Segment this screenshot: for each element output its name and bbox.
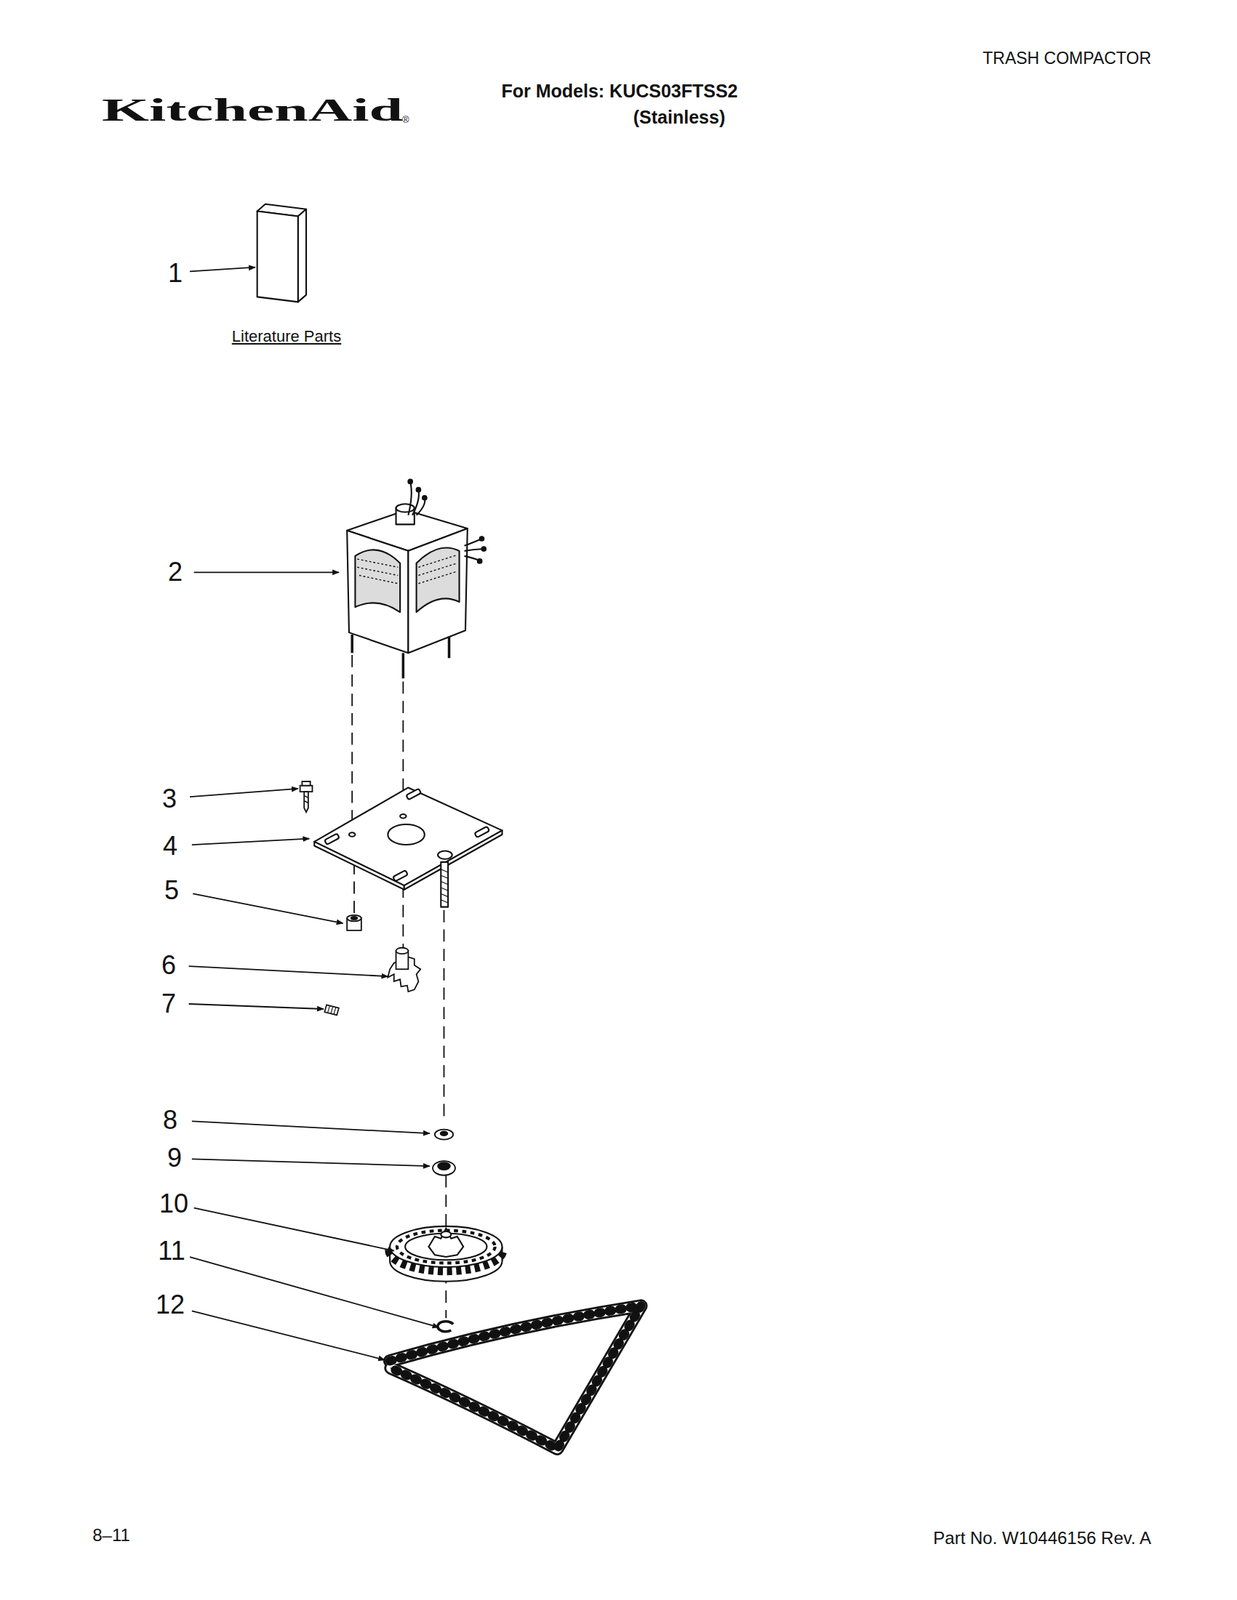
- chain: [389, 1306, 641, 1449]
- leader-lines: [189, 1004, 324, 1010]
- callout-number: 4: [162, 833, 178, 860]
- literature-book: [257, 204, 307, 303]
- leader-lines: [189, 1257, 439, 1328]
- set-screw: [327, 1006, 336, 1016]
- leader-lines: [191, 1159, 430, 1167]
- motor: [407, 479, 413, 485]
- mounting-plate: [399, 814, 406, 819]
- washers: [432, 1161, 456, 1176]
- mounting-plate: [437, 850, 453, 859]
- callout-number: 2: [167, 559, 183, 586]
- mounting-plate: [474, 826, 490, 838]
- sprocket: [389, 1226, 502, 1283]
- washers: [440, 1131, 448, 1136]
- leader-lines: [191, 1311, 385, 1360]
- motor: [477, 559, 483, 564]
- mounting-plate: [324, 834, 340, 846]
- motor: [354, 549, 400, 613]
- nut: [351, 917, 358, 920]
- pinion-gear: [396, 948, 409, 955]
- motor: [481, 546, 486, 552]
- leader-lines: [189, 789, 299, 798]
- brand-logo: KitchenAid: [101, 94, 403, 127]
- mounting-plate: [349, 832, 355, 838]
- chain: [389, 1306, 641, 1449]
- callout-number: 5: [164, 877, 179, 904]
- mounting-plate: [440, 869, 448, 904]
- screw: [301, 781, 310, 787]
- motor: [416, 487, 422, 493]
- set-screw: [324, 1005, 339, 1016]
- leader-lines: [189, 267, 256, 272]
- page-number: 8–11: [92, 1527, 131, 1545]
- leader-lines: [189, 267, 440, 1361]
- leader-lines: [192, 893, 343, 924]
- mounting-plate: [314, 842, 405, 891]
- retaining-clip: [437, 1322, 454, 1333]
- washers: [437, 1162, 451, 1171]
- sprocket: [389, 1226, 502, 1268]
- motor: [396, 503, 415, 512]
- leader-lines: [191, 1121, 430, 1134]
- mounting-plate: [392, 870, 408, 882]
- leader-lines: [189, 966, 389, 977]
- mounting-plate: [405, 789, 422, 800]
- chain: [389, 1306, 641, 1449]
- callout-number: 10: [159, 1191, 189, 1218]
- header-text: TRASH COMPACTOR: [982, 50, 1152, 67]
- section-label: Literature Parts: [231, 328, 342, 345]
- screw: [300, 781, 313, 813]
- dashed-guides: [445, 1175, 447, 1230]
- sprocket: [428, 1229, 464, 1258]
- dashed-guides: [353, 862, 355, 914]
- washers: [432, 1130, 456, 1176]
- mounting-plate: [314, 787, 502, 907]
- pinion-gear: [387, 948, 421, 992]
- leader-lines: [194, 1208, 395, 1252]
- screw: [303, 791, 309, 813]
- dashed-guides: [351, 655, 446, 1319]
- dashed-guides: [443, 910, 446, 1123]
- motor: [416, 547, 460, 613]
- callout-number: 9: [167, 1145, 182, 1172]
- callout-number: 11: [157, 1238, 185, 1265]
- callout-number: 7: [161, 991, 176, 1018]
- sprocket: [440, 1231, 451, 1238]
- literature-book: [298, 209, 307, 303]
- motor: [464, 538, 485, 562]
- model-heading: For Models: KUCS03FTSS2: [501, 82, 738, 101]
- set-screw: [324, 1005, 339, 1016]
- motor: [479, 536, 485, 542]
- screw: [300, 786, 313, 792]
- callout-number: 3: [162, 786, 177, 813]
- leader-lines: [194, 571, 339, 574]
- part-number: Part No. W10446156 Rev. A: [933, 1530, 1152, 1548]
- motor: [357, 554, 458, 584]
- screw: [303, 796, 309, 804]
- retaining-clip: [437, 1322, 454, 1333]
- model-variant: (Stainless): [633, 108, 726, 127]
- motor: [346, 530, 408, 654]
- callout-number: 8: [162, 1107, 178, 1134]
- literature-book: [257, 211, 299, 303]
- nut: [346, 915, 362, 931]
- registered-mark: ®: [402, 114, 410, 125]
- dashed-guides: [351, 655, 353, 835]
- motor: [407, 528, 467, 654]
- chain: [389, 1306, 641, 1449]
- callout-number: 6: [161, 952, 176, 979]
- motor: [351, 634, 449, 679]
- nut: [346, 915, 362, 922]
- mounting-plate: [314, 787, 502, 886]
- callout-number: 1: [167, 260, 183, 287]
- chain: [389, 1306, 641, 1449]
- motor: [422, 495, 427, 501]
- motor: [346, 479, 486, 680]
- washers: [434, 1130, 454, 1141]
- mounting-plate: [387, 824, 425, 846]
- mounting-plate: [440, 862, 448, 908]
- callout-number: 12: [155, 1292, 185, 1319]
- leader-lines: [191, 839, 310, 846]
